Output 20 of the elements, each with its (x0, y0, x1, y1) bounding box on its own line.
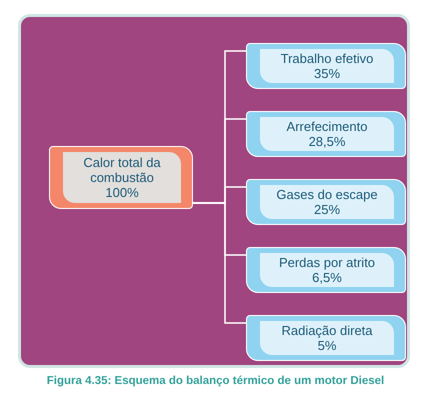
node-text: 28,5% (308, 134, 346, 149)
node-text: Perdas por atrito (278, 255, 376, 270)
figure-caption: Figura 4.35: Esquema do balanço térmico de um motor Diesel (46, 374, 386, 389)
connector-line (193, 202, 246, 324)
flow-box (246, 247, 406, 293)
flow-box (246, 179, 406, 225)
node-text: 100% (105, 185, 139, 200)
flow-box (246, 111, 406, 157)
node-text: Radiação direta (281, 323, 373, 338)
node-text: Arrefecimento (286, 119, 368, 134)
node-text: 35% (314, 66, 340, 81)
node-text: Trabalho efetivo (280, 51, 374, 66)
node-text: 5% (318, 338, 336, 353)
node-text: 25% (314, 202, 340, 217)
node-text: Gases do escape (276, 187, 378, 202)
node-text: 6,5% (312, 270, 342, 285)
flow-box (246, 315, 406, 361)
flow-box (246, 43, 406, 89)
node-text: Calor total da combustão (82, 155, 162, 185)
flow-box (49, 146, 193, 209)
